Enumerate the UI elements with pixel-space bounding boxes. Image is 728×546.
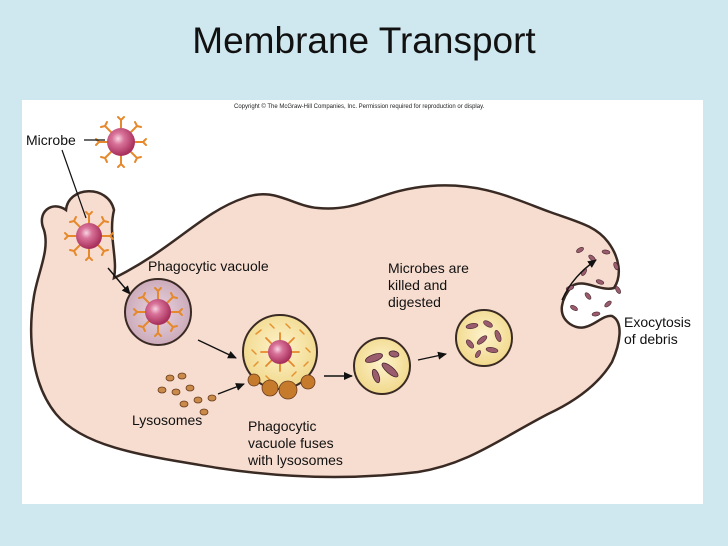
slide-title: Membrane Transport <box>192 20 536 61</box>
microbe-pointer-line-2 <box>61 149 87 219</box>
engulfed-microbe <box>64 211 114 261</box>
phagocytic-vacuole <box>124 278 192 346</box>
diagram-canvas <box>30 116 621 479</box>
lysosome-granules <box>157 372 217 416</box>
free-microbe <box>95 116 147 168</box>
vacuole-fuses-line-1: Phagocytic <box>248 418 317 434</box>
arrow-lysosomes <box>217 383 245 395</box>
cell-body <box>30 184 621 479</box>
phagocytosis-figure: Copyright © The McGraw-Hill Companies, I… <box>22 100 703 504</box>
microbes-killed-line-2: killed and <box>388 277 448 293</box>
vacuole-fuses-line-2: vacuole fuses <box>248 435 334 451</box>
vacuole-fuses-line-3: with lysosomes <box>248 452 343 468</box>
fusing-vacuole <box>242 314 318 400</box>
microbes-killed-line-1: Microbes are <box>388 260 469 276</box>
lysosomes-label: Lysosomes <box>132 412 203 428</box>
microbes-killed-line-3: digested <box>388 294 441 310</box>
microbe-label: Microbe <box>26 132 76 148</box>
exocytosis-label: Exocytosis of debris <box>624 314 691 348</box>
exocytosis-line-2: of debris <box>624 331 678 347</box>
debris-vacuole <box>455 309 513 367</box>
exocytosis-arrow <box>561 259 597 301</box>
arrow-4 <box>417 351 447 361</box>
arrow-2 <box>197 339 237 359</box>
copyright-notice: Copyright © The McGraw-Hill Companies, I… <box>234 104 485 110</box>
arrow-1 <box>107 267 131 295</box>
phagocytic-vacuole-label: Phagocytic vacuole <box>148 258 269 274</box>
microbes-killed-label: Microbes are killed and digested <box>388 260 469 311</box>
exocytosis-line-1: Exocytosis <box>624 314 691 330</box>
vacuole-fuses-label: Phagocytic vacuole fuses with lysosomes <box>248 418 343 469</box>
digesting-vacuole <box>353 337 411 395</box>
